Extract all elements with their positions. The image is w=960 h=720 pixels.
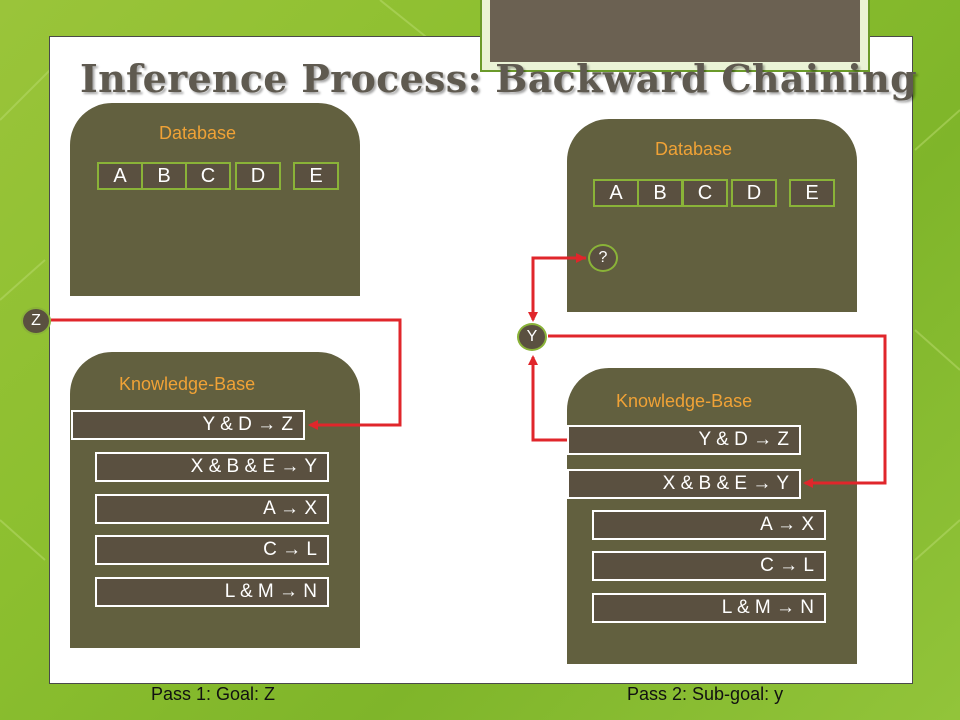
left-rule-2: X & B & E → Y <box>95 452 329 482</box>
picture-frame <box>480 0 870 72</box>
right-rule-3: A → X <box>592 510 826 540</box>
right-fact-c: C <box>682 179 728 207</box>
left-rule-4: C → L <box>95 535 329 565</box>
right-fact-a: A <box>593 179 639 207</box>
left-rule-3: A → X <box>95 494 329 524</box>
left-database-panel: Database A B C D E <box>70 103 360 296</box>
right-rule-4: C → L <box>592 551 826 581</box>
right-fact-e: E <box>789 179 835 207</box>
right-database-label: Database <box>655 139 733 159</box>
left-goal-node-z: Z <box>21 307 51 335</box>
right-pass-caption: Pass 2: Sub-goal: y <box>627 684 784 704</box>
left-fact-b: B <box>141 162 187 190</box>
slide-title: Inference Process: Backward Chaining <box>80 56 917 101</box>
left-database-label: Database <box>159 123 237 143</box>
right-fact-b: B <box>637 179 683 207</box>
left-kb-label: Knowledge-Base <box>119 374 256 394</box>
left-fact-a: A <box>97 162 143 190</box>
right-rule-5: L & M → N <box>592 593 826 623</box>
left-fact-e: E <box>293 162 339 190</box>
right-rule-1: Y & D → Z <box>567 425 801 455</box>
picture-frame-inner <box>490 0 860 62</box>
right-rule-2: X & B & E → Y <box>567 469 801 499</box>
left-rule-5: L & M → N <box>95 577 329 607</box>
left-rule-1: Y & D → Z <box>71 410 305 440</box>
left-fact-d: D <box>235 162 281 190</box>
right-fact-d: D <box>731 179 777 207</box>
right-database-panel: Database A B C D E <box>567 119 857 312</box>
left-fact-c: C <box>185 162 231 190</box>
right-unknown-node: ? <box>588 244 618 272</box>
right-subgoal-node-y: Y <box>517 323 547 351</box>
right-kb-label: Knowledge-Base <box>616 391 753 411</box>
left-pass-caption: Pass 1: Goal: Z <box>151 684 276 704</box>
